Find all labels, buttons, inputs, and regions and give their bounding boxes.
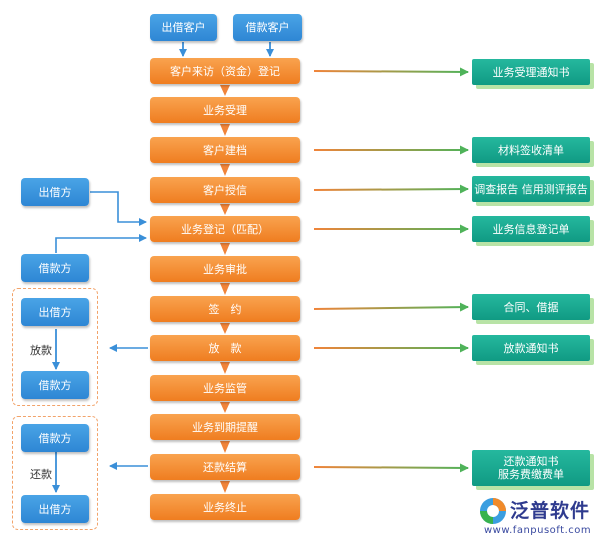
process-arrows xyxy=(220,85,230,493)
side-arrows xyxy=(313,67,469,473)
logo-name: 泛普软件 xyxy=(510,500,591,522)
process-step-arrow xyxy=(220,441,230,453)
process-step: 业务到期提醒 xyxy=(150,414,300,440)
process-step-arrow xyxy=(220,164,230,176)
borrower-to-matching-arrow xyxy=(55,234,147,253)
document-box: 材料签收清单 xyxy=(472,137,590,163)
process-step: 放 款 xyxy=(150,335,300,361)
logo-url: www.fanpusoft.com xyxy=(484,525,592,536)
borrower-customer-box: 借款客户 xyxy=(233,14,302,41)
repay-label: 还款 xyxy=(30,465,52,483)
process-step: 业务受理 xyxy=(150,97,300,123)
process-step-arrow xyxy=(220,323,230,334)
lender-to-matching-arrow xyxy=(90,191,147,226)
repay-group-frame xyxy=(12,416,98,530)
process-step: 还款结算 xyxy=(150,454,300,480)
document-box: 还款通知书 服务费缴费单 xyxy=(472,450,590,486)
process-step: 业务终止 xyxy=(150,494,300,520)
document-arrow xyxy=(313,302,469,312)
document-box: 合同、借据 xyxy=(472,294,590,320)
document-arrow xyxy=(313,67,469,77)
process-step: 业务监管 xyxy=(150,375,300,401)
borrower-box: 借款方 xyxy=(21,254,89,282)
document-box: 调查报告 信用测评报告 xyxy=(472,176,590,202)
process-step-arrow xyxy=(220,481,230,493)
process-step-arrow xyxy=(220,243,230,255)
process-step-arrow xyxy=(220,402,230,413)
process-step: 业务审批 xyxy=(150,256,300,282)
document-box: 放款通知书 xyxy=(472,335,590,361)
document-arrow xyxy=(313,184,469,194)
disburse-from-box: 出借方 xyxy=(21,298,89,326)
lender-customer-box: 出借客户 xyxy=(150,14,217,41)
process-step: 客户授信 xyxy=(150,177,300,203)
process-step-arrow xyxy=(220,124,230,136)
document-arrow xyxy=(313,463,469,473)
document-box: 业务受理通知书 xyxy=(472,59,590,85)
process-step: 签 约 xyxy=(150,296,300,322)
process-step: 客户建档 xyxy=(150,137,300,163)
process-step: 业务登记（匹配） xyxy=(150,216,300,242)
document-box: 业务信息登记单 xyxy=(472,216,590,242)
process-step-arrow xyxy=(220,85,230,96)
fanpu-logo-icon xyxy=(480,498,506,524)
disburse-to-box: 借款方 xyxy=(21,371,89,399)
process-step-arrow xyxy=(220,283,230,295)
process-step-arrow xyxy=(220,204,230,215)
repay-to-box: 出借方 xyxy=(21,495,89,523)
lender-box: 出借方 xyxy=(21,178,89,206)
fanpu-logo: 泛普软件 www.fanpusoft.com xyxy=(478,494,606,540)
disburse-label: 放款 xyxy=(30,341,52,359)
process-step-arrow xyxy=(220,362,230,374)
process-step: 客户来访（资金）登记 xyxy=(150,58,300,84)
disburse-group-frame xyxy=(12,288,98,406)
repay-from-box: 借款方 xyxy=(21,424,89,452)
